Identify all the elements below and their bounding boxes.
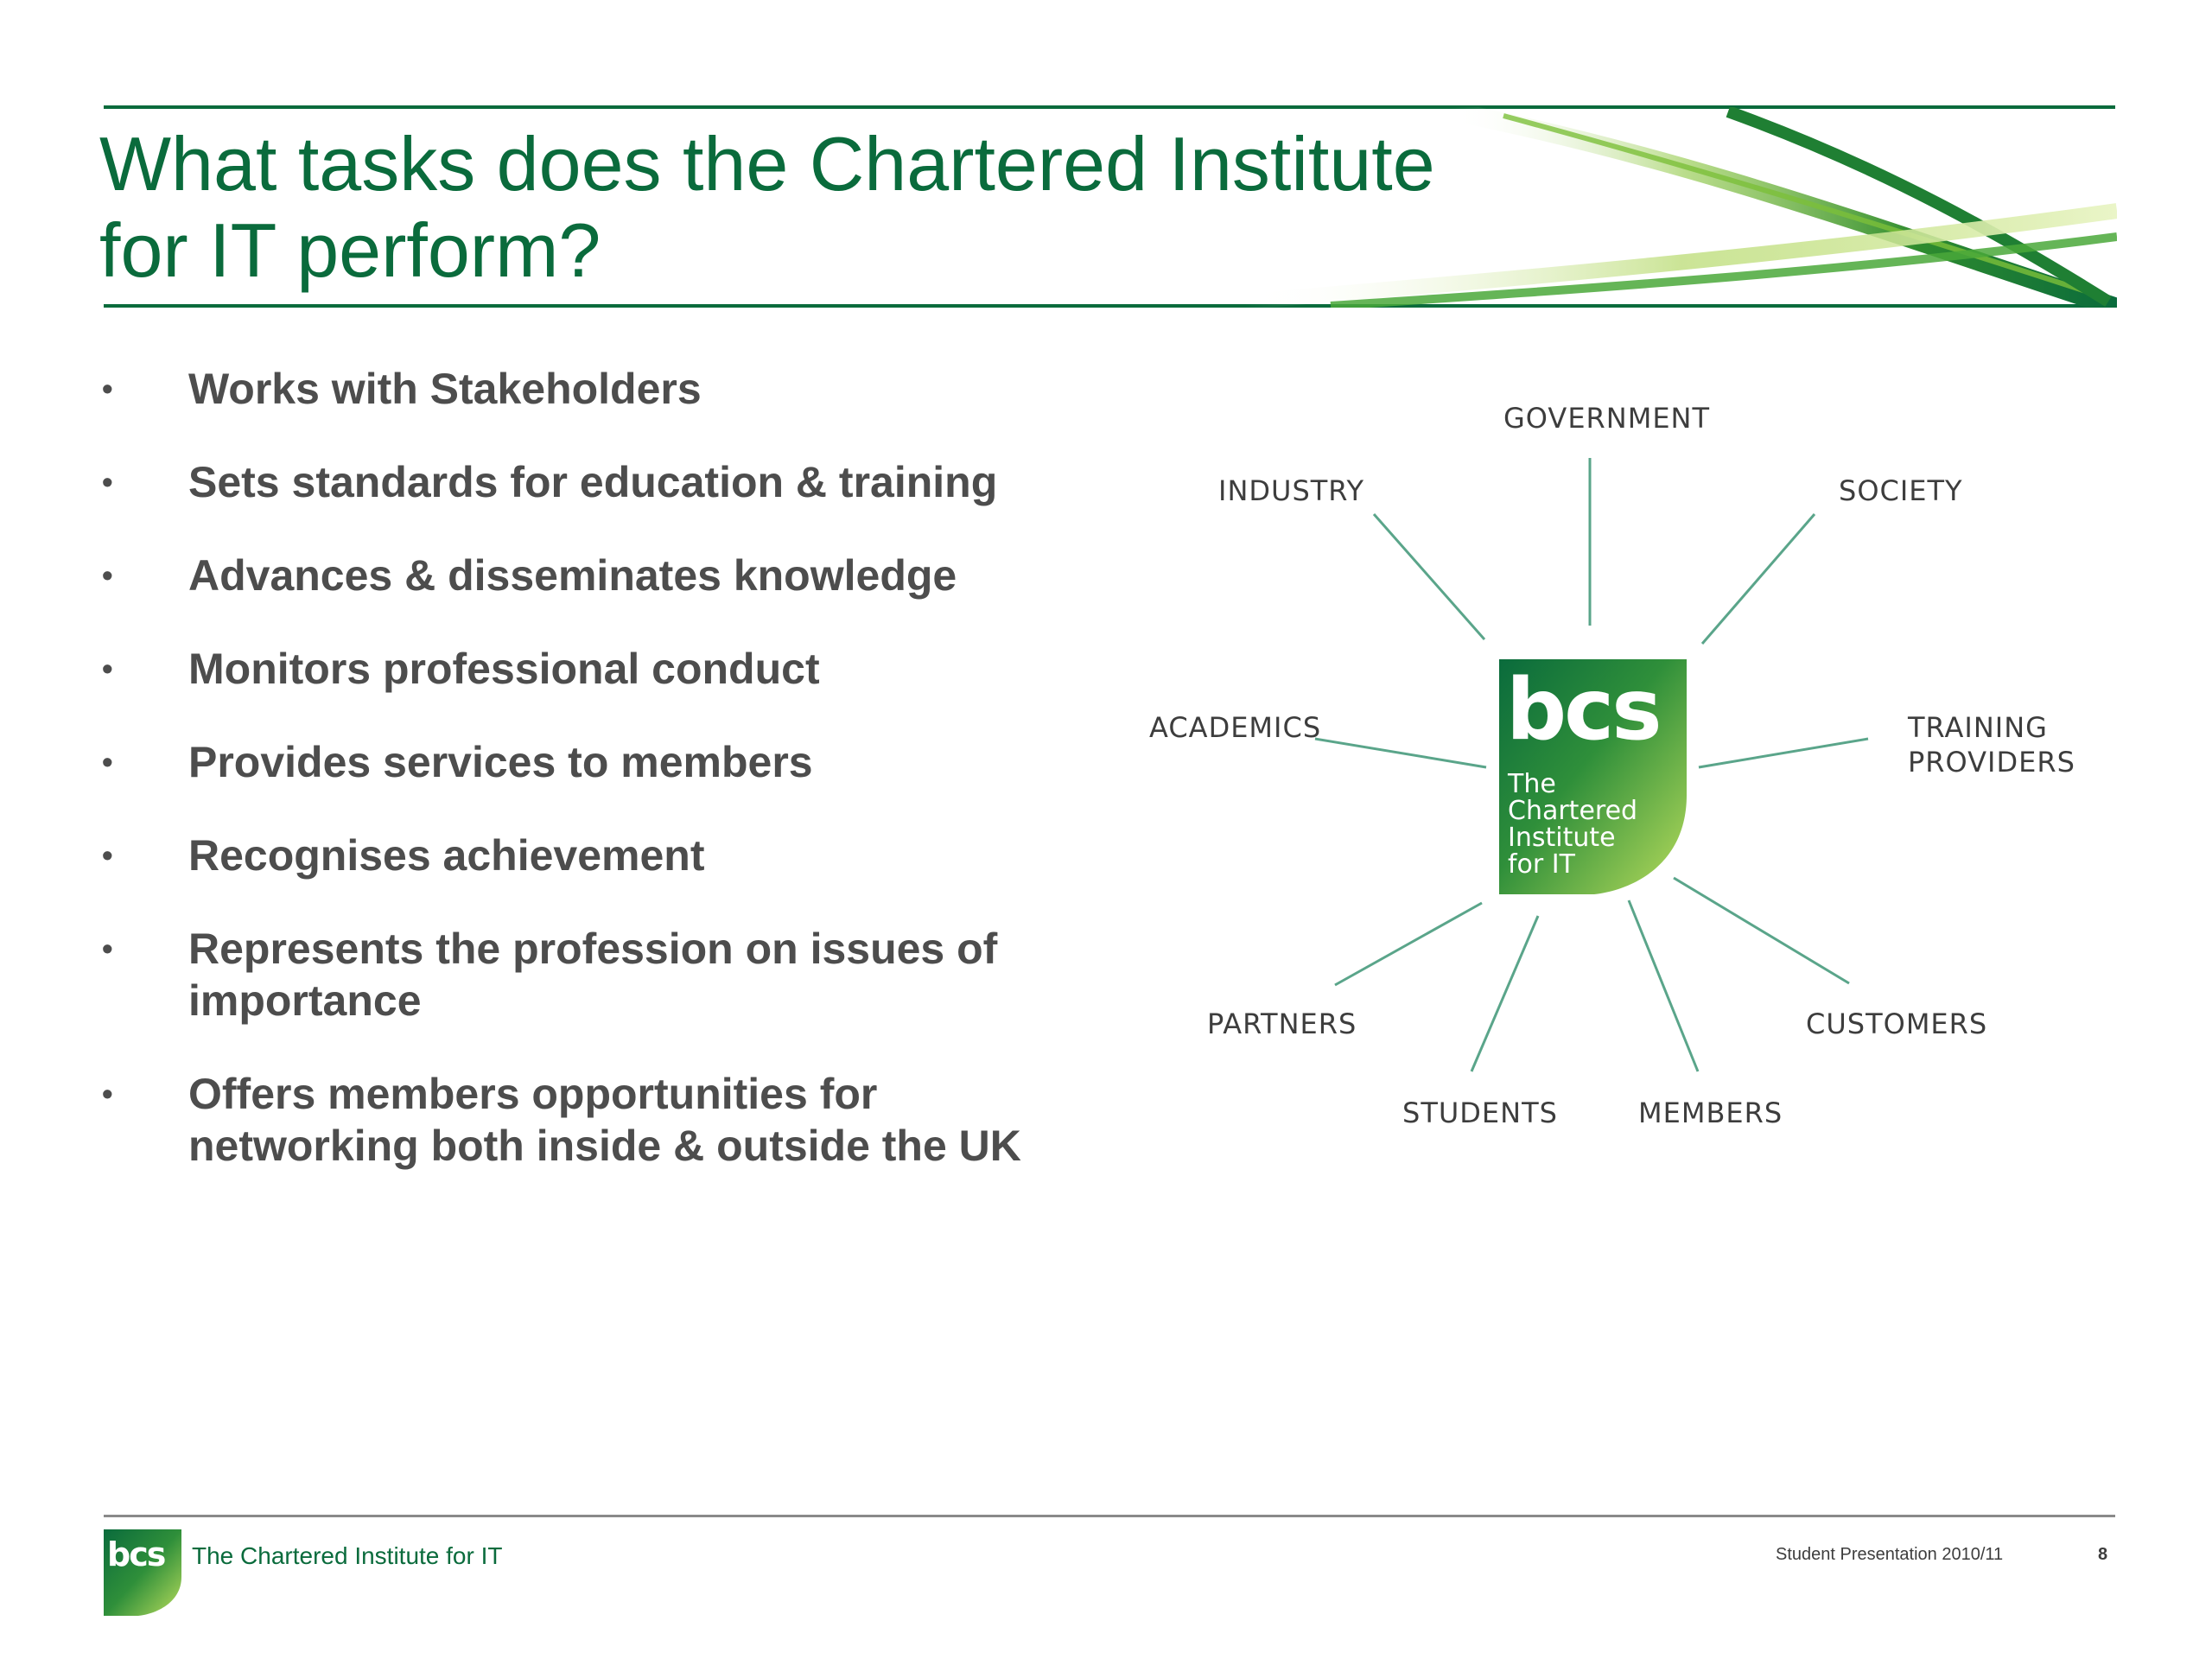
tasks-list: • Works with Stakeholders • Sets standar… (102, 363, 1070, 1213)
list-item-text: Provides services to members (188, 738, 813, 786)
stakeholder-training-line1: TRAINING (1908, 711, 2048, 744)
footer-bcs-logo: bcs (104, 1529, 181, 1616)
stakeholder-students: STUDENTS (1402, 1096, 1558, 1129)
list-item: • Represents the profession on issues of… (102, 923, 1070, 1027)
bcs-logo-mark: bcs (1506, 661, 1660, 760)
list-item: • Offers members opportunities for netwo… (102, 1068, 1070, 1172)
bullet-icon: • (102, 371, 113, 406)
list-item: • Provides services to members (102, 736, 1070, 788)
stakeholder-diagram: bcs The Chartered Institute for IT GOVER… (1123, 363, 2126, 1158)
bcs-logo-text-4: for IT (1508, 849, 1576, 880)
stakeholder-training-line2: PROVIDERS (1908, 746, 2075, 779)
stakeholder-partners: PARTNERS (1207, 1007, 1357, 1040)
page-title-line2: for IT perform? (99, 207, 601, 293)
bullet-icon: • (102, 557, 113, 593)
list-item-text: Monitors professional conduct (188, 645, 820, 693)
list-item: • Recognises achievement (102, 830, 1070, 881)
bullet-icon: • (102, 744, 113, 779)
spoke-academics (1314, 737, 1487, 769)
bcs-logo: bcs The Chartered Institute for IT (1499, 659, 1687, 894)
page-number: 8 (2098, 1545, 2108, 1564)
bullet-icon: • (102, 651, 113, 686)
header-top-rule (104, 105, 2115, 109)
list-item-text-cont: importance (188, 976, 422, 1025)
list-item-text-cont: networking both inside & outside the UK (188, 1122, 1021, 1170)
list-item-text: Works with Stakeholders (188, 365, 702, 413)
stakeholder-customers: CUSTOMERS (1806, 1007, 1988, 1040)
bcs-logo-text-1: The (1507, 769, 1556, 799)
bullet-icon: • (102, 464, 113, 499)
stakeholder-members: MEMBERS (1638, 1096, 1783, 1129)
list-item: • Advances & disseminates knowledge (102, 550, 1070, 601)
footer-logo-mark: bcs (107, 1535, 165, 1573)
header-bottom-rule (104, 304, 2117, 308)
stakeholder-training-providers: TRAINING PROVIDERS (1908, 710, 2075, 779)
spoke-members (1627, 899, 1700, 1072)
footer-presentation-label: Student Presentation 2010/11 (1776, 1545, 2004, 1564)
bullet-icon: • (102, 837, 113, 873)
hub-spokes: bcs The Chartered Institute for IT (1314, 458, 1869, 1072)
spoke-industry (1372, 513, 1486, 640)
footer-rule (104, 1515, 2115, 1517)
list-item-text: Advances & disseminates knowledge (188, 551, 957, 600)
list-item: • Sets standards for education & trainin… (102, 456, 1070, 508)
list-item-text: Recognises achievement (188, 831, 705, 880)
bullet-icon: • (102, 1076, 113, 1111)
spoke-partners (1334, 901, 1483, 987)
list-item-text: Sets standards for education & training (188, 458, 998, 506)
stakeholder-government: GOVERNMENT (1503, 402, 1711, 435)
spoke-customers (1673, 876, 1850, 985)
footer-brand-name: The Chartered Institute for IT (192, 1542, 503, 1569)
list-item: • Monitors professional conduct (102, 643, 1070, 695)
stakeholder-society: SOCIETY (1839, 474, 1963, 507)
page-title: What tasks does the Chartered Institute … (99, 121, 1482, 294)
bullet-icon: • (102, 931, 113, 966)
stakeholder-academics: ACADEMICS (1149, 711, 1322, 744)
page-title-line1: What tasks does the Chartered Institute (99, 121, 1435, 207)
bcs-logo-text-3: Institute (1508, 823, 1616, 853)
spoke-students (1470, 915, 1540, 1072)
stakeholder-industry: INDUSTRY (1218, 474, 1365, 507)
spoke-society (1700, 513, 1816, 645)
list-item-text: Offers members opportunities for (188, 1070, 878, 1118)
list-item-text: Represents the profession on issues of (188, 925, 998, 973)
decorative-swoosh (1244, 107, 2117, 308)
bcs-logo-text-2: Chartered (1508, 796, 1637, 826)
list-item: • Works with Stakeholders (102, 363, 1070, 415)
spoke-training (1698, 737, 1869, 769)
